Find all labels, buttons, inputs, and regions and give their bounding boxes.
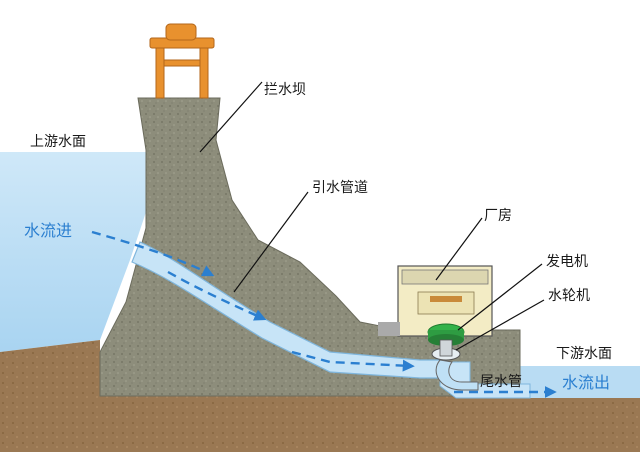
flow-arrow-penstock <box>167 270 267 321</box>
leader-powerhouse <box>435 217 483 281</box>
leader-penstock <box>233 191 309 293</box>
flow-arrow-to-turbine <box>291 350 415 372</box>
gantry-crane <box>149 23 215 99</box>
label-penstock: 引水管道 <box>312 180 368 196</box>
label-generator: 发电机 <box>546 254 588 270</box>
label-water-out: 水流出 <box>562 373 610 392</box>
leader-generator <box>457 263 543 331</box>
label-water-in: 水流进 <box>24 221 72 240</box>
leader-dam <box>199 81 263 153</box>
downstream-water <box>520 366 640 398</box>
leader-turbine <box>455 299 545 351</box>
generator <box>427 323 465 346</box>
flow-arrow-upstream <box>91 230 215 277</box>
label-downstream-surface: 下游水面 <box>556 346 612 362</box>
label-draft-tube: 尾水管 <box>480 374 522 390</box>
powerhouse-building <box>378 265 493 337</box>
label-upstream-surface: 上游水面 <box>30 134 86 150</box>
label-powerhouse: 厂房 <box>484 208 512 224</box>
draft-tube <box>435 359 479 391</box>
label-dam: 拦水坝 <box>264 82 306 98</box>
upstream-reservoir <box>0 152 150 352</box>
label-turbine: 水轮机 <box>548 288 590 304</box>
turbine <box>431 339 461 361</box>
